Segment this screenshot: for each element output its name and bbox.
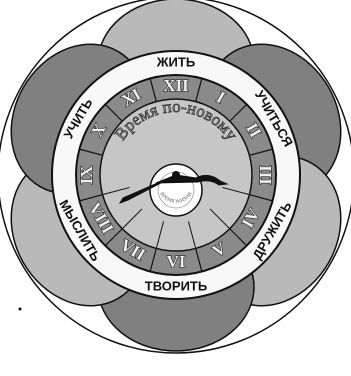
- clock-numeral: IX: [77, 165, 96, 185]
- hands-pivot: [172, 171, 180, 179]
- clock-numeral: III: [256, 165, 275, 185]
- ring-word: ТВОРИТЬ: [145, 278, 207, 293]
- page-dot: [19, 308, 22, 311]
- clock-numeral: VI: [167, 252, 186, 271]
- clock-numeral: XII: [163, 76, 189, 95]
- ring-word: ЖИТЬ: [156, 54, 195, 69]
